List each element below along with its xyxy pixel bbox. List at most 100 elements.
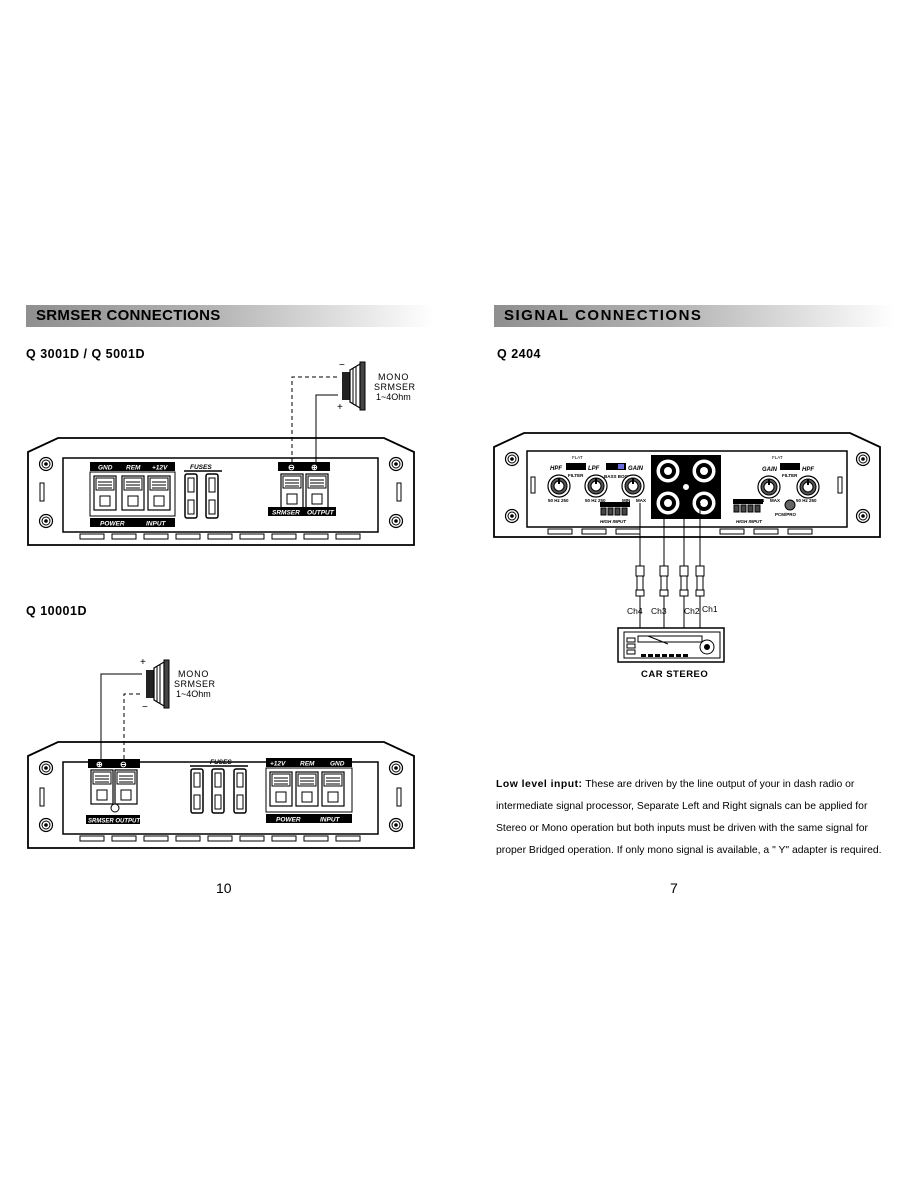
fuse-3 [233,768,247,814]
12v-terminal [147,475,171,511]
paragraph-line: These are driven by the line output of y… [582,779,855,790]
output-negative-terminal [280,473,304,509]
label-gain: GAIN [628,466,644,472]
label-bass-boost: BASS BOOST [604,474,634,479]
paragraph-line: proper Bridged operation. If only mono s… [496,845,882,856]
page-number-left: 10 [216,880,232,896]
channel-label-ch3: Ch3 [651,606,667,616]
label-input: INPUT [146,521,167,528]
channel-label-ch4: Ch4 [627,606,643,616]
low-level-input-paragraph: Low level input: These are driven by the… [496,774,896,862]
output-positive-terminal [90,769,114,805]
label-gnd: GND [330,761,345,768]
fuse-2 [205,473,219,519]
label-filter: FILTER [782,473,798,478]
label-input: INPUT [320,817,341,824]
svg-text:⊕: ⊕ [311,463,318,472]
12v-terminal [269,771,293,807]
model-heading-q10001d: Q 10001D [26,604,87,618]
label-fuses: FUSES [190,464,212,471]
label-hpf: HPF [550,466,562,472]
section-banner-signal-connections: SIGNAL CONNECTIONS [494,305,894,327]
rca-plug-ch1 [695,565,705,597]
label-srmser: SRMSER [174,679,216,689]
label-12v: +12V [152,465,168,472]
rca-plug-ch3 [659,565,669,597]
rca-jack-ch1 [651,454,685,488]
page-number-right: 7 [670,880,678,896]
label-lpf: LPF [588,466,600,472]
subwoofer-2 [145,659,170,709]
gnd-terminal [93,475,117,511]
label-srmser: SRMSER [272,510,300,517]
section-banner-srmser-connections: SRMSER CONNECTIONS [26,305,434,327]
label-freq: 50 Hz 250 [548,498,569,503]
rca-jack-ch2 [651,486,685,520]
svg-text:⊕: ⊕ [96,760,103,769]
lpf-knob [584,474,608,498]
section-title: SRMSER CONNECTIONS [36,307,221,324]
model-heading-q3001d: Q 3001D / Q 5001D [26,347,145,361]
label-rem: REM [300,761,315,768]
svg-text:+: + [337,402,343,413]
label-hpf: HPF [802,467,814,473]
label-flat: FLAT [572,455,583,460]
fuse-1 [184,473,198,519]
amplifier-q10001d: ⊕ ⊖ SRMSER OUTPUT FUSES +12V REM GND POW… [27,657,415,849]
gain-knob [621,474,645,498]
output-negative-terminal [114,769,138,805]
fuse-2 [211,768,225,814]
label-freq: 50 Hz 250 [585,498,606,503]
svg-text:−: − [142,702,148,713]
label-max: MAX [636,498,646,503]
svg-text:+: + [140,657,146,668]
label-power: POWER [276,817,301,824]
amplifier-q2404: HPF LPF FLAT FILTER GAIN BASS BOOST 50 H… [493,432,881,680]
gnd-terminal [321,771,345,807]
label-gnd: GND [98,465,113,472]
channel-label-ch1: Ch1 [702,604,718,614]
output-positive-terminal [305,473,329,509]
svg-text:⊖: ⊖ [120,760,127,769]
label-high-input: HIGH INPUT [736,519,763,524]
svg-text:−: − [339,360,345,371]
rca-jack-ch3 [687,454,721,488]
label-ohm: 1~4Ohm [176,689,211,699]
rca-plug-ch4 [635,565,645,597]
label-mono: MONO [178,669,209,679]
hpf-knob-rear [796,475,820,499]
car-stereo-label: CAR STEREO [641,669,708,680]
label-12v: +12V [270,761,286,768]
paragraph-line: Stereo or Mono operation but both inputs… [496,823,868,834]
label-rem: REM [126,465,141,472]
label-ohm: 1~4Ohm [376,392,411,402]
paragraph-line: intermediate signal processor, Separate … [496,801,868,812]
rem-terminal [121,475,145,511]
label-mono: MONO [378,372,409,382]
label-power: POWER [100,521,125,528]
hpf-knob [547,474,571,498]
label-srmser: SRMSER [374,382,416,392]
label-gain: GAIN [762,467,778,473]
label-freq: 50 Hz 250 [796,498,817,503]
subwoofer-1 [341,361,366,411]
fuse-1 [190,768,204,814]
label-max: MAX [770,498,780,503]
amplifier-q3001d: GND REM +12V POWER INPUT FUSES ⊖ ⊕ SRMSE… [27,360,416,546]
car-stereo [617,627,725,663]
label-flat: FLAT [772,455,783,460]
label-pcm-pro: PCM/PRO [775,512,797,517]
gain-knob-rear [757,475,781,499]
label-filter: FILTER [568,473,584,478]
label-output: OUTPUT [307,510,335,517]
model-heading-q2404: Q 2404 [497,347,542,361]
section-title: SIGNAL CONNECTIONS [504,307,703,324]
svg-text:⊖: ⊖ [288,463,295,472]
rem-terminal [295,771,319,807]
paragraph-lead: Low level input: [496,779,583,790]
channel-label-ch2: Ch2 [684,606,700,616]
label-fuses: FUSES [210,759,232,766]
rca-jack-ch4 [687,486,721,520]
label-high-input: HIGH INPUT [600,519,627,524]
